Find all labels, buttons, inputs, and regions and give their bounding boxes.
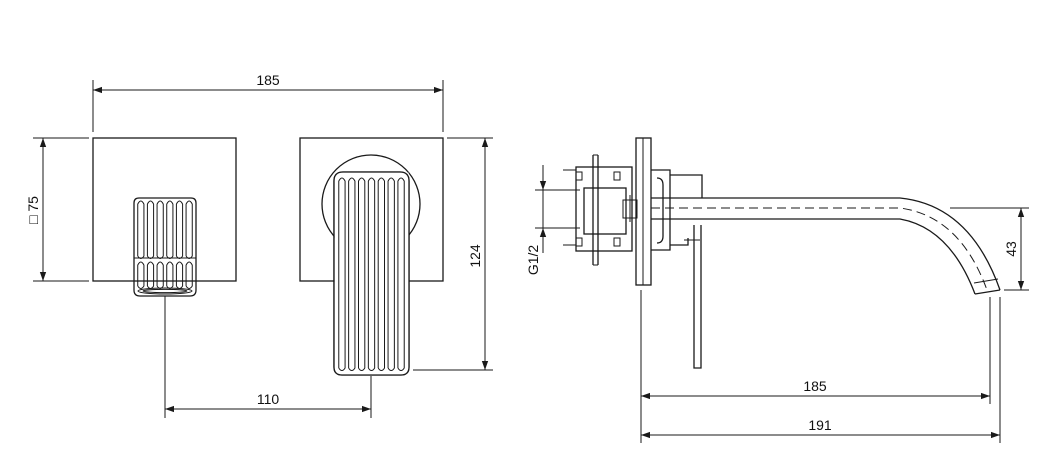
handle-flute — [156, 200, 164, 259]
dim-label-185-side: 185 — [803, 378, 827, 394]
dimension-g12: G1/2 — [525, 165, 580, 275]
dimension-43: 43 — [950, 207, 1029, 291]
handle-flute — [137, 200, 145, 259]
dimension-110: 110 — [164, 296, 372, 418]
dim-label-191: 191 — [808, 417, 832, 433]
spout-tube — [651, 197, 1001, 295]
dim-label-185-front: 185 — [256, 72, 280, 88]
handle-flute — [156, 261, 164, 289]
handle-flute — [175, 200, 184, 259]
dimension-185-front: 185 — [92, 72, 444, 132]
side-view: G1/2 43 185 191 — [525, 137, 1029, 443]
left-fluted-handle — [133, 197, 197, 297]
spout-flute — [397, 177, 405, 372]
handle-flute — [146, 200, 155, 259]
dim-label-g12: G1/2 — [525, 245, 541, 276]
handle-flute — [185, 261, 193, 289]
handle-flute — [166, 200, 174, 259]
dimension-75: □ 75 — [25, 137, 89, 282]
front-view: 185 □ 75 110 124 — [25, 72, 493, 418]
spout-flute — [357, 177, 366, 372]
dim-label-43: 43 — [1003, 241, 1019, 257]
spout-flute — [348, 177, 356, 372]
left-wall-plate — [92, 137, 237, 282]
spout-flute — [367, 177, 376, 372]
spout-flute — [338, 177, 346, 372]
spout-flute — [377, 177, 386, 372]
dimension-191: 191 — [641, 297, 1001, 443]
dim-label-124: 124 — [467, 244, 483, 268]
dim-label-75: □ 75 — [25, 196, 41, 224]
dimension-124: 124 — [413, 137, 493, 371]
handle-flute — [175, 261, 184, 289]
handle-flute — [137, 261, 145, 289]
handle-flute — [185, 200, 193, 259]
handle-flute — [146, 261, 155, 289]
left-handle-outlet — [137, 287, 193, 295]
spout-flute — [387, 177, 395, 372]
handle-flute — [166, 261, 174, 289]
right-fluted-spout — [321, 154, 421, 376]
dim-label-110: 110 — [257, 391, 280, 407]
mounting-body — [563, 154, 638, 266]
wall-flange — [635, 137, 703, 286]
dimension-185-side: 185 — [640, 290, 991, 443]
side-lever — [693, 225, 702, 369]
